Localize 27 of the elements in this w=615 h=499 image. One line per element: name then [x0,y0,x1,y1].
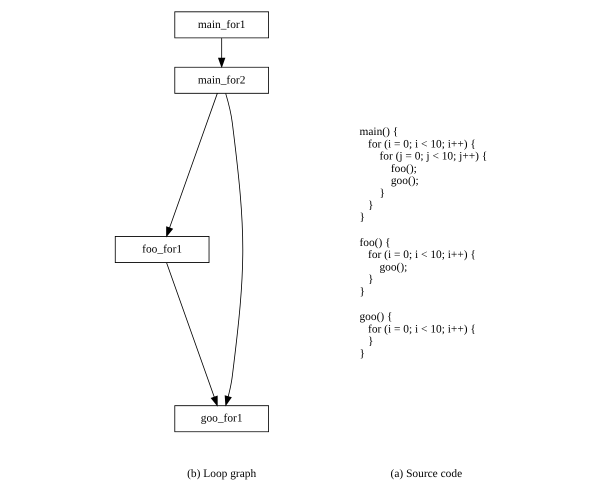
label: } [359,286,365,298]
label: foo() { [359,236,391,249]
label: for (i = 0; i < 10; i++) { [368,138,476,150]
arrow [166,262,218,407]
label: for (i = 0; i < 10; i++) { [368,249,476,262]
label: for (j = 0; j < 10; j++) { [379,150,488,163]
label: main() { [359,126,398,138]
node-box: main_for1 [174,11,269,38]
label: goo(); [390,175,419,188]
label: } [359,212,365,224]
label: for (i = 0; i < 10; i++) { [368,323,476,336]
arrow [224,93,244,406]
label: } [359,348,365,360]
node-box: foo_for1 [114,236,210,263]
arrow [218,38,226,68]
label: } [368,274,374,286]
label: foo(); [390,162,417,175]
label: (b) Loop graph [187,468,256,480]
label: } [368,336,374,348]
label: } [379,187,385,200]
arrow [166,93,218,238]
label: goo() { [359,311,393,324]
label: goo(); [379,261,408,274]
node-box: main_for2 [174,66,269,94]
label: } [368,199,374,212]
label: (a) Source code [390,468,462,480]
node-box: goo_for1 [174,405,269,432]
